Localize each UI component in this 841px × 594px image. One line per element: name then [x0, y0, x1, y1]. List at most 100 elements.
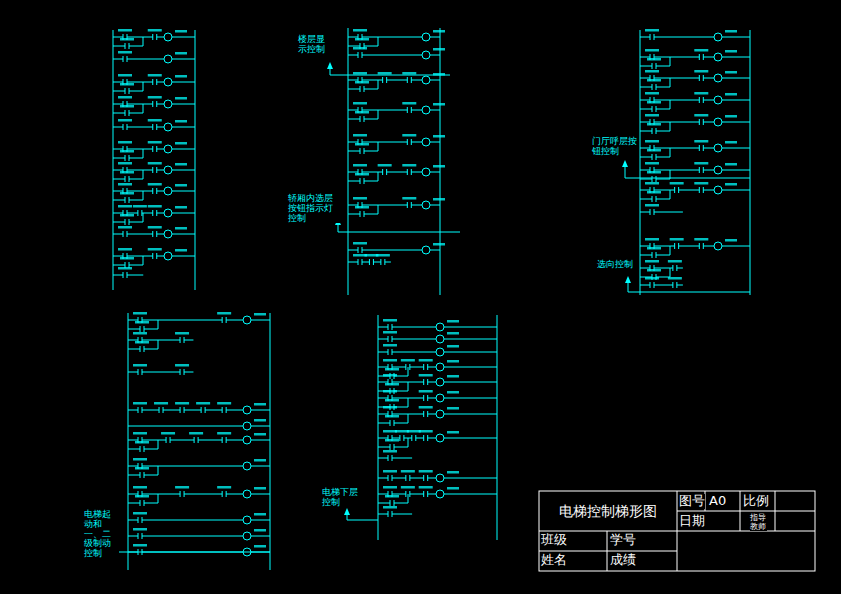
tiny-tag [118, 226, 132, 229]
wire [156, 188, 157, 194]
wire [144, 326, 145, 332]
coil-symbol [243, 490, 251, 498]
coil-symbol [164, 78, 172, 86]
tiny-tag [447, 431, 459, 434]
wire [388, 475, 389, 481]
contact-gap [652, 63, 656, 69]
wire [141, 210, 142, 216]
tiny-tag [161, 432, 175, 435]
wire [251, 466, 270, 467]
coil-symbol [714, 118, 722, 126]
tiny-tag [383, 406, 397, 409]
tiny-tag [135, 467, 149, 470]
tiny-tag [419, 406, 433, 409]
wire [430, 250, 440, 251]
wire [251, 494, 270, 495]
tiny-tag [118, 51, 132, 54]
tiny-tag [402, 72, 416, 75]
ladder-section [113, 29, 195, 290]
tiny-tag [433, 135, 445, 138]
callout-note: 电梯起动和一、二级制动控制 [84, 510, 119, 559]
contact-gap [407, 202, 411, 208]
wire [184, 337, 185, 343]
wire [750, 30, 751, 295]
wire [430, 80, 440, 81]
contact-gap [424, 475, 428, 481]
contact-gap [194, 437, 198, 443]
wire [373, 259, 374, 265]
wire [411, 202, 412, 208]
contact-gap [424, 379, 428, 385]
wire [378, 327, 436, 328]
wire [152, 34, 153, 40]
wire [143, 256, 144, 265]
wire [251, 520, 270, 521]
coil-symbol [714, 53, 722, 61]
tiny-tag [133, 364, 147, 367]
wire [408, 382, 409, 391]
ladder-section [348, 28, 445, 295]
wire [158, 494, 159, 503]
contact-gap [125, 43, 129, 49]
wire [195, 30, 196, 290]
wire [388, 336, 389, 342]
wire [676, 282, 677, 288]
wire [411, 435, 412, 441]
wire [348, 28, 349, 295]
wire [143, 170, 144, 179]
wire [444, 339, 497, 340]
tiny-tag [419, 390, 433, 393]
wire [251, 440, 270, 441]
contact-gap [652, 176, 656, 182]
wire [440, 28, 441, 295]
wire [143, 37, 144, 46]
tiny-tag [355, 81, 369, 84]
contact-gap [388, 455, 392, 461]
wire [394, 444, 395, 450]
coil-symbol [436, 378, 444, 386]
wire [409, 364, 410, 370]
contact-gap [125, 197, 129, 203]
wire [123, 56, 124, 62]
wire [128, 536, 243, 537]
coil-symbol [436, 348, 444, 356]
coil-symbol [436, 335, 444, 343]
wire [360, 116, 361, 122]
tiny-tag [133, 312, 147, 315]
tiny-tag [647, 247, 661, 250]
tiny-tag [175, 402, 189, 405]
wire [625, 178, 750, 179]
wire [656, 128, 657, 134]
coil-symbol [436, 323, 444, 331]
wire [444, 367, 497, 368]
wire [152, 124, 153, 130]
wire [184, 407, 185, 413]
tiny-tag [120, 257, 134, 260]
wire [670, 78, 671, 87]
wire [364, 211, 365, 217]
wire [142, 533, 143, 539]
wire [378, 205, 379, 214]
tiny-tag [120, 83, 134, 86]
tiny-tag [175, 249, 187, 252]
tiny-tag [148, 162, 162, 165]
wire [386, 77, 387, 83]
tiny-tag [148, 141, 162, 144]
wire [140, 472, 141, 478]
wire [362, 52, 363, 58]
wire [125, 219, 126, 225]
wire [378, 458, 412, 459]
tiny-tag [118, 205, 132, 208]
wire [140, 346, 141, 352]
wire [360, 148, 361, 154]
arrow-head [622, 160, 628, 167]
wire [670, 57, 671, 66]
wire [703, 54, 704, 60]
wire [360, 178, 361, 184]
coil-symbol [422, 168, 430, 176]
coil-symbol [436, 410, 444, 418]
wire [138, 517, 139, 523]
tiny-tag [378, 164, 392, 167]
tiny-tag [135, 441, 149, 444]
wire [338, 232, 460, 233]
